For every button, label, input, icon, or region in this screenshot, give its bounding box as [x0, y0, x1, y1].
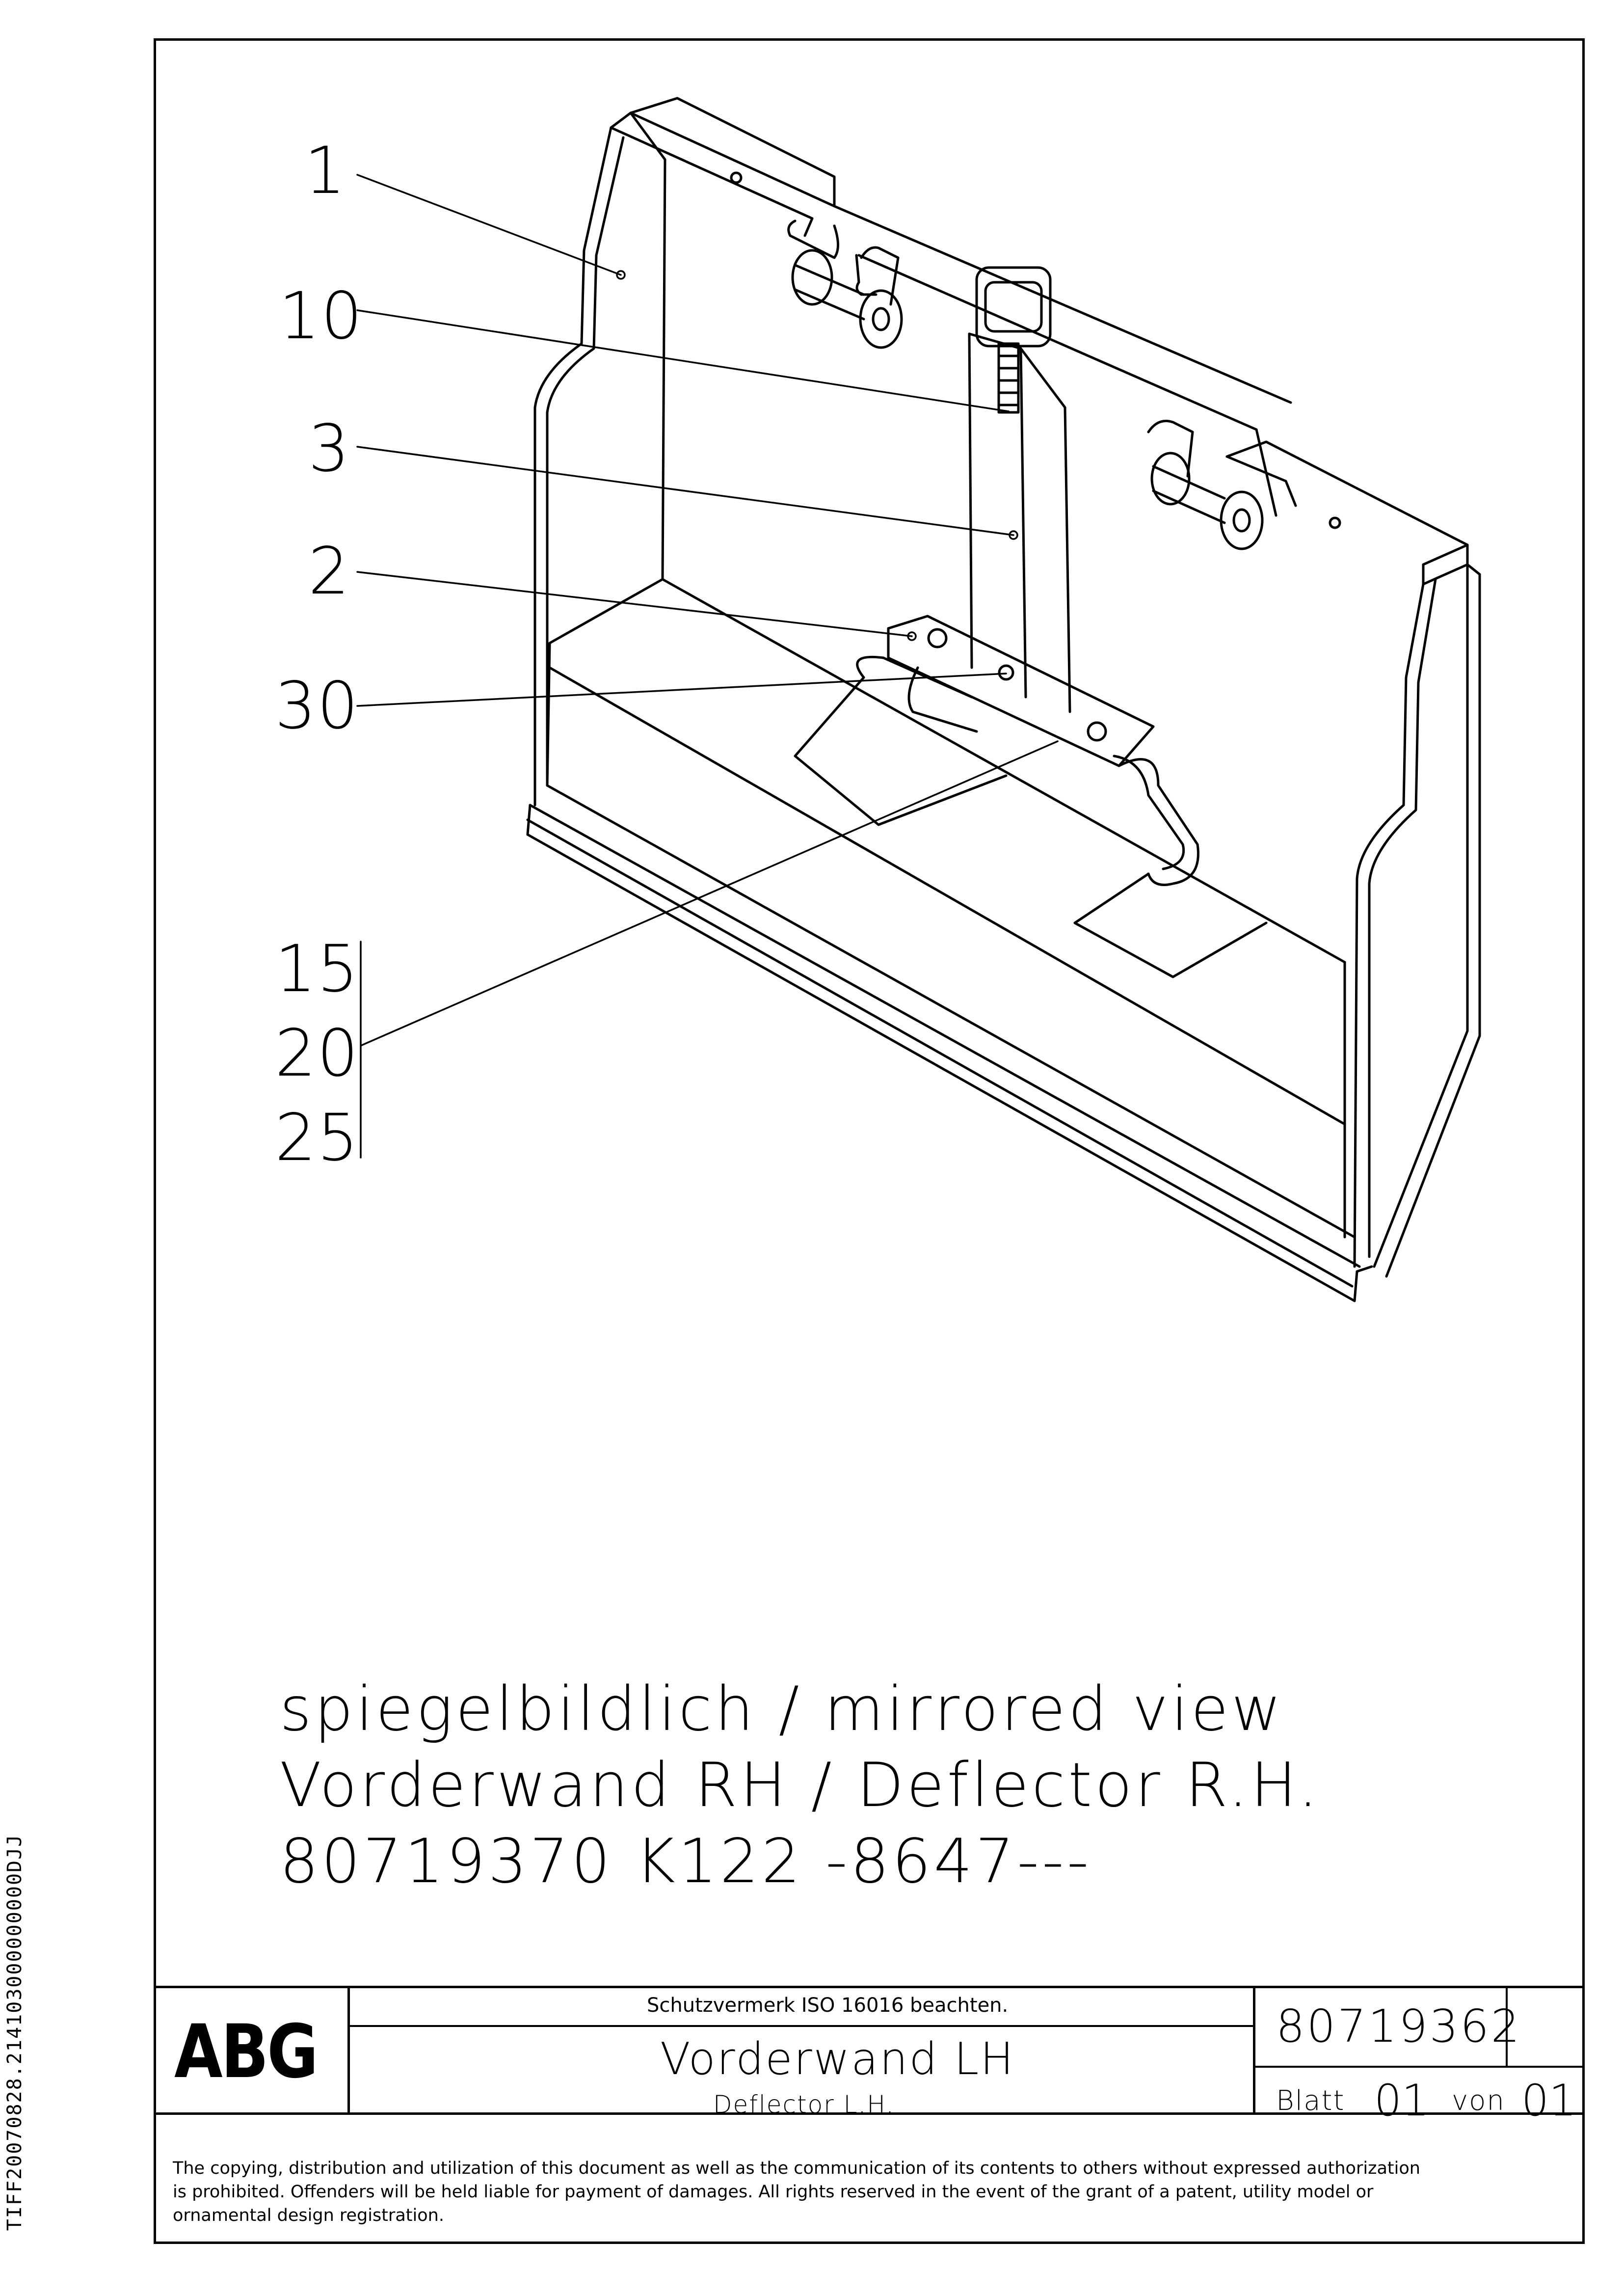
callout-15: 15 — [275, 931, 359, 1007]
mounting-eyes — [791, 249, 1264, 550]
of-label: von — [1452, 2085, 1505, 2117]
subtitle: Deflector L.H. — [713, 2090, 895, 2119]
title-block-top-rule — [154, 1986, 1585, 1988]
drawing-frame — [154, 38, 1585, 2244]
note-part-number: 80719370 K122 -8647--- — [280, 1826, 1092, 1897]
right-top-plate — [629, 97, 1469, 586]
title-divider — [1253, 1986, 1255, 2113]
title-block-bottom-rule — [154, 2112, 1585, 2115]
copyright-line-2: is prohibited. Offenders will be held li… — [173, 2182, 1374, 2202]
protection-note-rule — [348, 2025, 1254, 2027]
title: Vorderwand LH — [660, 2033, 1015, 2085]
callout-10: 10 — [279, 278, 363, 354]
copyright-line-3: ornamental design registration. — [173, 2206, 444, 2225]
callout-25: 25 — [275, 1100, 359, 1176]
callout-3: 3 — [308, 411, 350, 486]
sheet-label: Blatt — [1276, 2085, 1345, 2117]
floor-and-edge — [526, 578, 1373, 1302]
sheet-value: 01 — [1374, 2075, 1429, 2126]
note-mirrored-view: spiegelbildlich / mirrored view — [280, 1674, 1284, 1745]
callout-2: 2 — [308, 534, 350, 609]
bottom-clamp — [856, 615, 1199, 886]
callout-20: 20 — [275, 1016, 359, 1091]
center-bracket — [968, 266, 1071, 713]
number-cell-divider — [1506, 1986, 1508, 2067]
number-rule — [1254, 2066, 1585, 2068]
right-side-wall — [1353, 563, 1481, 1278]
skid-plates — [794, 676, 1268, 978]
logo-divider — [347, 1986, 350, 2113]
leader-lines — [356, 174, 1059, 1159]
drawing-number: 80719362 — [1276, 2000, 1522, 2053]
top-rail — [787, 205, 1297, 517]
side-code-text: TIFF20070828.214103000000000DJJ — [3, 1834, 26, 2231]
abg-logo: ABG — [174, 2009, 319, 2095]
note-variant: Vorderwand RH / Deflector R.H. — [280, 1750, 1321, 1821]
side-code: TIFF20070828.214103000000000DJJ — [0, 1777, 29, 2288]
protection-note: Schutzvermerk ISO 16016 beachten. — [647, 1994, 1009, 2017]
callout-30: 30 — [275, 668, 359, 744]
copyright-line-1: The copying, distribution and utilizatio… — [173, 2159, 1420, 2178]
of-value: 01 — [1521, 2075, 1576, 2126]
left-side-wall — [533, 111, 836, 807]
callout-1: 1 — [304, 133, 346, 209]
